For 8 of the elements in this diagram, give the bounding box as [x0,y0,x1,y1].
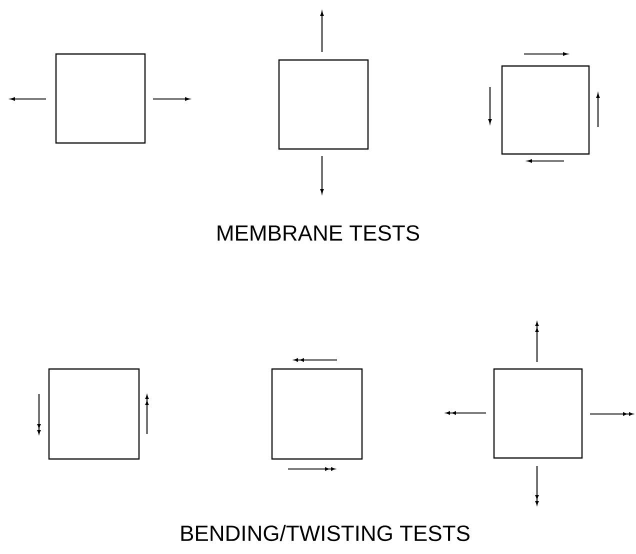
square-element [278,59,369,150]
square-element [501,65,590,155]
square-element [48,368,140,460]
square-element [271,368,363,460]
square-element [493,368,583,459]
section-heading: MEMBRANE TESTS [218,225,420,241]
square-element [55,53,146,144]
section-heading: BENDING/TWISTING TESTS [181,524,470,542]
